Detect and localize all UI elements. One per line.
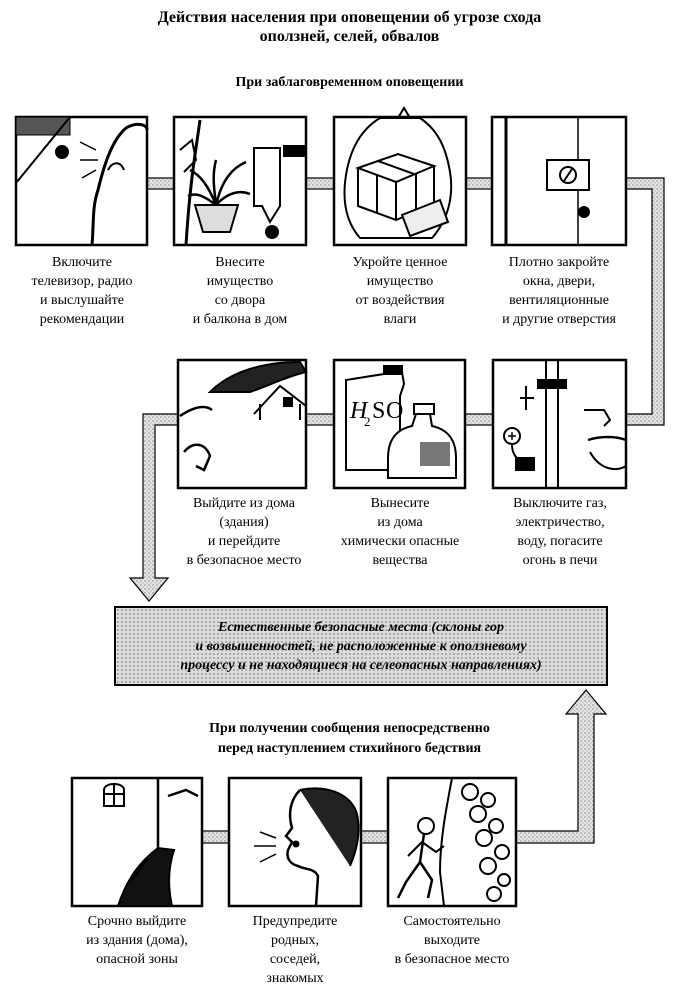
svg-text:H: H xyxy=(349,398,369,424)
advance-warning-heading: При заблаговременном оповещении xyxy=(235,75,464,90)
safe-places-text: Естественные безопасные места (склоны го… xyxy=(180,618,541,675)
caption-line: Предупредите xyxy=(252,914,338,929)
caption-line: и перейдите xyxy=(207,534,281,549)
urgent-heading-line-1: При получении сообщения непосредственно xyxy=(209,721,490,736)
exit-building-icon xyxy=(70,776,204,908)
caption-line: знакомых xyxy=(266,971,324,986)
step-caption-walk-to-safety: Самостоятельно выходите в безопасное место xyxy=(376,912,528,969)
walking-person-icon xyxy=(386,776,518,908)
caption-line: окна, двери, xyxy=(522,274,596,289)
caption-line: имущество xyxy=(366,274,434,289)
wrapped-package-icon xyxy=(332,106,468,247)
caption-line: Естественные безопасные места (склоны го… xyxy=(218,619,504,635)
chemical-bottles-icon: H 2 S O xyxy=(332,358,467,490)
houseplant-icon xyxy=(172,115,308,247)
caption-line: имущество xyxy=(206,274,274,289)
caption-line: Укройте ценное xyxy=(352,255,448,270)
caption-line: в безопасное место xyxy=(394,952,510,967)
caption-line: химически опасные xyxy=(340,534,460,549)
caption-line: в безопасное место xyxy=(186,553,302,568)
step-caption-close-openings: Плотно закройте окна, двери, вентиляционны… xyxy=(478,253,640,329)
svg-text:O: O xyxy=(386,398,403,424)
leaving-house-icon xyxy=(176,358,308,490)
closed-door-icon xyxy=(490,115,628,247)
caption-line: и балкона в дом xyxy=(192,312,288,327)
svg-text:2: 2 xyxy=(364,414,371,429)
caption-line: Вынесите xyxy=(370,496,430,511)
caption-line: от воздействия xyxy=(355,293,445,308)
step-caption-bring-property: Внесите имущество со двора и балкона в дом xyxy=(166,253,314,329)
svg-text:S: S xyxy=(372,398,385,424)
caption-line: соседей, xyxy=(269,952,321,967)
caption-line: и другие отверстия xyxy=(502,312,616,327)
urgent-heading-line-2: перед наступлением стихийного бедствия xyxy=(217,741,482,756)
step-caption-leave-house: Выйдите из дома (здания) и перейдите в безо… xyxy=(170,494,318,570)
caption-line: из дома xyxy=(377,515,423,530)
caption-line: выходите xyxy=(423,933,481,948)
caption-line: и возвышенностей, не расположенные к опо… xyxy=(195,638,527,654)
safe-places-box: Естественные безопасные места (склоны го… xyxy=(114,606,608,686)
title-line-1: Действия населения при оповещении об угр… xyxy=(157,9,542,26)
step-caption-exit-building: Срочно выйдите из здания (дома), опасной з… xyxy=(60,912,214,969)
title-line-2: оползней, селей, обвалов xyxy=(259,28,440,45)
step-caption-warn-others: Предупредите родных, соседей, знакомых xyxy=(222,912,368,988)
caption-line: родных, xyxy=(270,933,320,948)
caption-line: Внесите xyxy=(215,255,265,270)
caption-line: Срочно выйдите xyxy=(87,914,187,929)
caption-line: телевизор, радио xyxy=(31,274,133,289)
caption-line: рекомендации xyxy=(39,312,125,327)
caption-line: со двора xyxy=(214,293,266,308)
tv-watching-icon xyxy=(14,115,149,247)
caption-line: из здания (дома), xyxy=(86,933,188,948)
caption-line: электричество, xyxy=(515,515,605,530)
caption-line: (здания) xyxy=(219,515,269,530)
step-caption-remove-chemicals: Вынесите из дома химически опасные вещества xyxy=(326,494,474,570)
caption-line: Включите xyxy=(52,255,112,270)
caption-line: Выйдите из дома xyxy=(192,496,296,511)
caption-line: опасной зоны xyxy=(96,952,178,967)
step-caption-tv: Включите телевизор, радио и выслушайте реко… xyxy=(12,253,152,329)
caption-line: огонь в печи xyxy=(522,553,598,568)
caption-line: влаги xyxy=(383,312,417,327)
caption-line: вещества xyxy=(372,553,428,568)
caption-line: Выключите газ, xyxy=(513,496,607,511)
caption-line: Самостоятельно xyxy=(403,914,501,929)
shouting-person-icon xyxy=(227,776,363,908)
caption-line: и выслушайте xyxy=(39,293,125,308)
caption-line: воду, погасите xyxy=(517,534,603,549)
diagram-title: Действия населения при оповещении об угр… xyxy=(0,8,699,46)
utilities-off-icon xyxy=(491,358,628,490)
step-caption-turn-off-utilities: Выключите газ, электричество, воду, погаси… xyxy=(484,494,636,570)
urgent-warning-heading: При получении сообщения непосредственно … xyxy=(0,719,699,759)
caption-line: Плотно закройте xyxy=(508,255,610,270)
caption-line: вентиляционные xyxy=(509,293,609,308)
step-caption-cover-valuables: Укройте ценное имущество от воздействия вла… xyxy=(326,253,474,329)
caption-line: процессу и не находящиеся на селеопасных… xyxy=(180,657,542,673)
